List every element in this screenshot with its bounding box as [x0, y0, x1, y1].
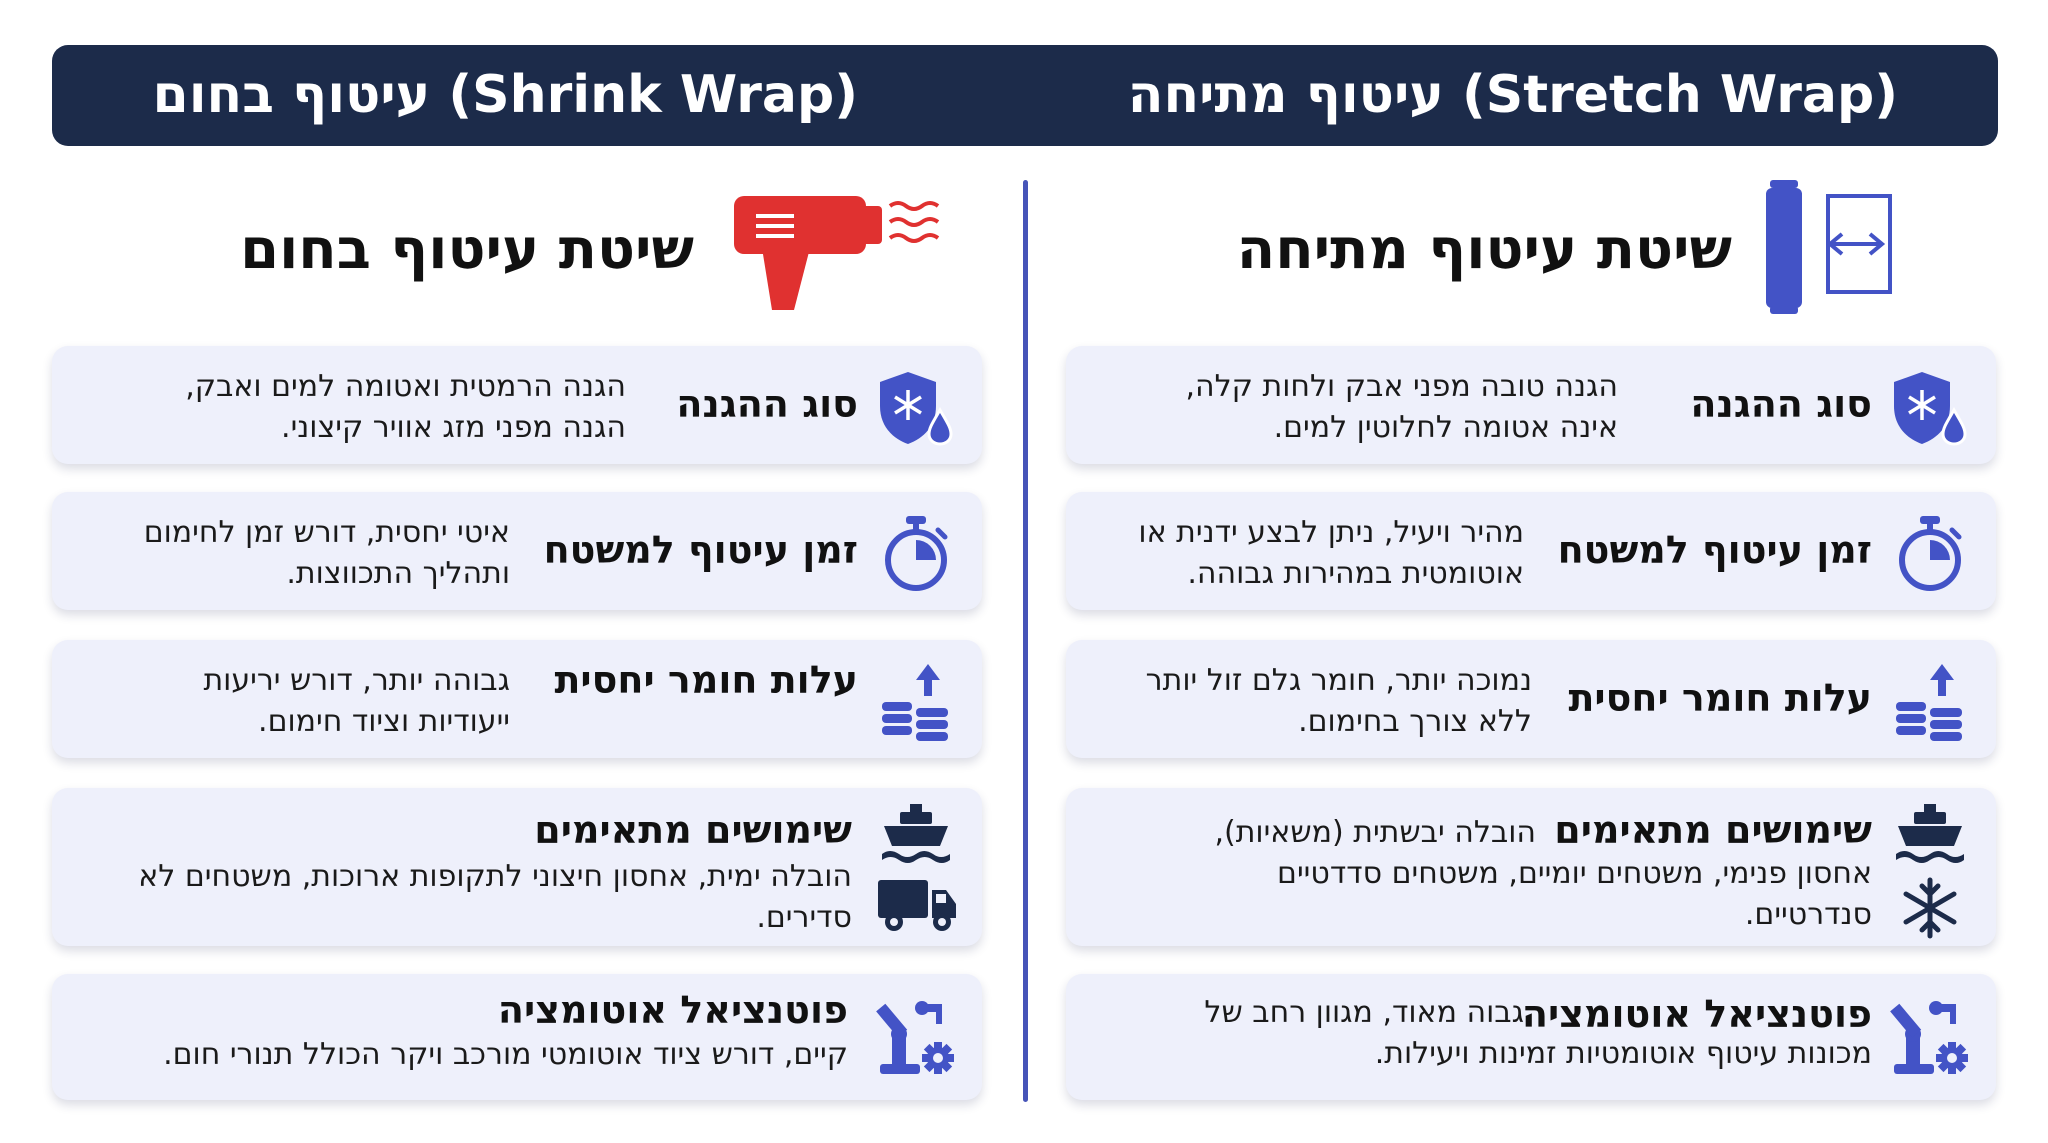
row-label: סוג ההגנה: [676, 382, 858, 426]
shrink-cost-card: עלות חומר יחסית גבוהה יותר, דורש יריעות …: [52, 640, 982, 758]
section-title-shrink: שיטת עיטוף בחום: [240, 217, 694, 282]
header-title-shrink: עיטוף בחום (Shrink Wrap): [152, 65, 859, 125]
row-description: גבוהה יותר, דורש יריעות ייעודיות וציוד ח…: [203, 663, 510, 739]
row-description: מהיר ויעיל, ניתן לבצע ידנית או אוטומטית …: [1138, 515, 1524, 591]
row-label: שימושים מתאימים: [534, 808, 852, 852]
row-description: נמוכה יותר, חומר גלם זול יותר ללא צורך ב…: [1145, 663, 1532, 739]
row-description: הובלה ימית, אחסון חיצוני לתקופות ארוכות,…: [138, 859, 852, 935]
ship-icon: [1896, 804, 1964, 863]
stretch-uses-card: שימושים מתאימים הובלה יבשתית (משאיות), א…: [1066, 788, 1996, 946]
snowflake-icon: [1903, 877, 1957, 939]
row-description: הגנה טובה מפני אבק ולחות קלה, אינה אטומה…: [1185, 369, 1618, 445]
stopwatch-icon: [885, 516, 948, 591]
header-bar: עיטוף מתיחה (Stretch Wrap) עיטוף בחום (S…: [52, 45, 1998, 146]
stretch-time-card: זמן עיטוף למשטח מהיר ויעיל, ניתן לבצע יד…: [1066, 492, 1996, 610]
stopwatch-icon: [1899, 516, 1962, 591]
robot-arm-icon: [1890, 1001, 1968, 1074]
row-description: קיים, דורש ציוד אוטומטי מורכב ויקר הכולל…: [163, 1037, 848, 1072]
ship-icon: [882, 804, 950, 863]
stretch-cost-card: עלות חומר יחסית נמוכה יותר, חומר גלם זול…: [1066, 640, 1996, 758]
shrink-time-card: זמן עיטוף למשטח איטי יחסית, דורש זמן לחי…: [52, 492, 982, 610]
row-label: שימושים מתאימים: [1554, 808, 1872, 852]
column-divider: [1023, 180, 1028, 1102]
row-label: פוטנציאל אוטומציה: [1521, 992, 1872, 1036]
truck-icon: [878, 880, 956, 931]
shrink-automation-card: פוטנציאל אוטומציה קיים, דורש ציוד אוטומט…: [52, 974, 982, 1100]
row-description: הגנה הרמטית ואטומה למים ואבק, הגנה מפני …: [185, 369, 626, 445]
row-label: סוג ההגנה: [1690, 382, 1872, 426]
stretch-protection-card: סוג ההגנה הגנה טובה מפני אבק ולחות קלה, …: [1066, 346, 1996, 464]
row-description: גבוה מאוד, מגוון רחב של מכונות עיטוף אוט…: [1204, 995, 1872, 1071]
heat-gun-icon: [734, 196, 940, 310]
row-description: איטי יחסית, דורש זמן לחימום ותהליך התכוו…: [143, 515, 510, 591]
row-label: זמן עיטוף למשטח: [543, 528, 858, 572]
shrink-protection-card: סוג ההגנה הגנה הרמטית ואטומה למים ואבק, …: [52, 346, 982, 464]
robot-arm-icon: [876, 1001, 954, 1074]
header-title-stretch: עיטוף מתיחה (Stretch Wrap): [1127, 65, 1898, 125]
coins-arrow-up-icon: [882, 664, 948, 741]
shield-snow-drop-icon: [1894, 372, 1967, 446]
shield-snow-drop-icon: [880, 372, 953, 446]
stretch-automation-card: פוטנציאל אוטומציה גבוה מאוד, מגוון רחב ש…: [1066, 974, 1996, 1100]
shrink-uses-card: שימושים מתאימים הובלה ימית, אחסון חיצוני…: [52, 788, 982, 946]
row-label: עלות חומר יחסית: [1568, 676, 1872, 720]
coins-arrow-up-icon: [1896, 664, 1962, 741]
row-label: פוטנציאל אוטומציה: [497, 988, 848, 1032]
row-label: זמן עיטוף למשטח: [1557, 528, 1872, 572]
row-label: עלות חומר יחסית: [554, 658, 858, 702]
stretch-roll-icon: [1766, 180, 1892, 314]
section-title-stretch: שיטת עיטוף מתיחה: [1236, 217, 1732, 282]
row-description: הובלה יבשתית (משאיות), אחסון פנימי, משטח…: [1214, 815, 1872, 932]
